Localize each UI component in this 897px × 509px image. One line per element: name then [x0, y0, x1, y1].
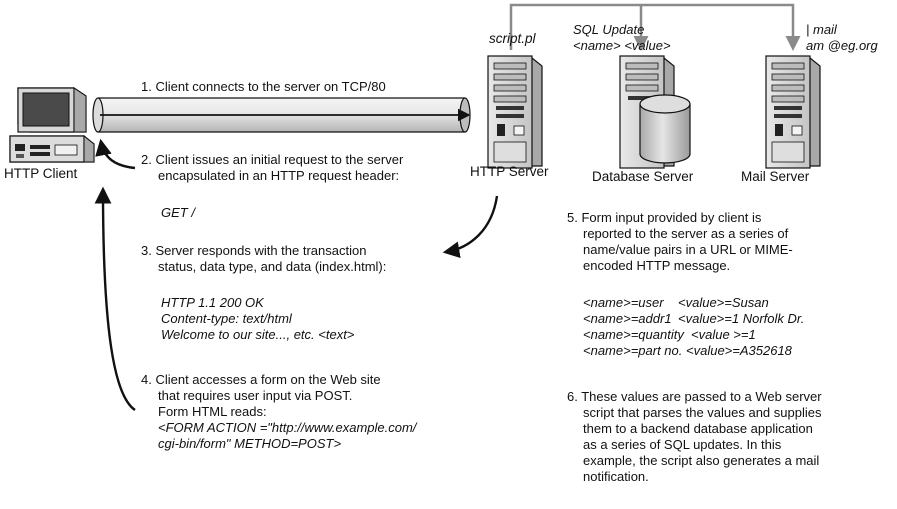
step-5-line-2: reported to the server as a series of [583, 226, 789, 241]
form-post-arrow [94, 186, 136, 411]
pair-value: <value>=1 Norfolk Dr. [678, 311, 805, 326]
database-server-icon [619, 55, 691, 169]
step-1: 1. Client connects to the server on TCP/… [141, 79, 386, 94]
pair-name: <name>=quantity [583, 327, 684, 342]
step-6-line-6: notification. [583, 469, 649, 484]
step-6-line-4: as a series of SQL updates. In this [583, 437, 782, 452]
step-4-line-3: Form HTML reads: [158, 404, 267, 419]
mail-server-icon [765, 55, 821, 169]
step-3-line-1: 3. Server responds with the transaction [141, 243, 367, 258]
step-2-code: GET / [161, 205, 195, 220]
step-4-code-1: <FORM ACTION ="http://www.example.com/ [158, 420, 417, 435]
step-5-line-4: encoded HTTP message. [583, 258, 731, 273]
step-6-line-1: 6. These values are passed to a Web serv… [567, 389, 822, 404]
step-3-code-3: Welcome to our site..., etc. <text> [161, 327, 355, 342]
database-server-label: Database Server [592, 169, 694, 184]
step-5-line-1: 5. Form input provided by client is [567, 210, 762, 225]
backend-connector [509, 3, 801, 51]
step-6-line-3: them to a backend database application [583, 421, 813, 436]
sql-update-pair: <name> <value> [573, 38, 671, 53]
step-3-code-2: Content-type: text/html [161, 311, 292, 326]
step-2-line-1: 2. Client issues an initial request to t… [141, 152, 404, 167]
pair-value: <value >=1 [691, 327, 756, 342]
mail-address: am @eg.org [806, 38, 878, 53]
pair-name: <name>=addr1 [583, 311, 672, 326]
pair-name: <name>=user [583, 295, 664, 310]
step-6-line-2: script that parses the values and suppli… [583, 405, 822, 420]
step-4-line-1: 4. Client accesses a form on the Web sit… [141, 372, 381, 387]
step-5-line-3: name/value pairs in a URL or MIME- [583, 242, 793, 257]
script-label: script.pl [489, 31, 536, 46]
step-3-code-1: HTTP 1.1 200 OK [161, 295, 264, 310]
http-server-label: HTTP Server [470, 164, 549, 179]
client-label: HTTP Client [4, 166, 78, 181]
request-arrow [95, 138, 136, 170]
response-arrow [442, 195, 499, 259]
pair-value: <value>=A352618 [686, 343, 792, 358]
step-3-line-2: status, data type, and data (index.html)… [158, 259, 387, 274]
mail-label: | mail [806, 22, 837, 37]
http-server-icon [487, 55, 543, 169]
step-2-line-2: encapsulated in an HTTP request header: [158, 168, 400, 183]
step-4-line-2: that requires user input via POST. [158, 388, 353, 403]
tcp-connection-pipe [92, 97, 471, 133]
step-4-code-2: cgi-bin/form" METHOD=POST> [158, 436, 342, 451]
mail-server-label: Mail Server [741, 169, 810, 184]
sql-update-label: SQL Update [573, 22, 645, 37]
pair-value: <value>=Susan [678, 295, 769, 310]
step-6-line-5: example, the script also generates a mai… [583, 453, 820, 468]
pair-name: <name>=part no. [583, 343, 683, 358]
client-computer-icon [9, 87, 95, 163]
